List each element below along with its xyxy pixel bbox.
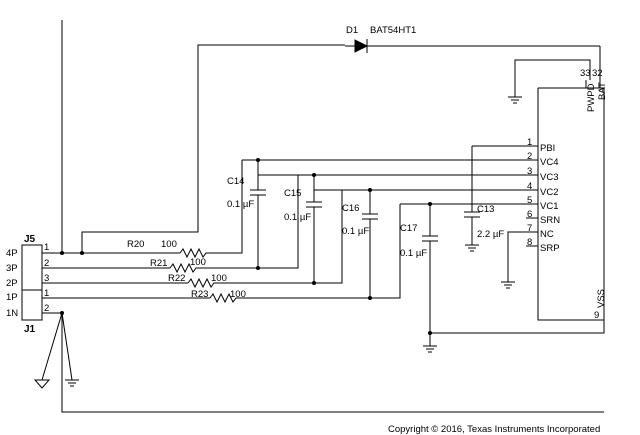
capacitor-c15 [306, 201, 322, 208]
ic-pin9-num: 9 [594, 310, 599, 321]
wire-diode-in [81, 44, 345, 252]
connector-j1 [21, 289, 43, 321]
ic-pin-numbers: 1 2 3 4 5 6 7 8 [527, 137, 532, 248]
j1-pin-labels: 1 2 1P 1N [6, 288, 49, 319]
connector-j5 [21, 244, 43, 291]
chassis-ground-symbol [33, 379, 51, 389]
r21-ref: R21 [150, 258, 167, 269]
j5-ref: J5 [24, 234, 36, 245]
svg-text:SRP: SRP [540, 243, 560, 254]
svg-text:7: 7 [527, 223, 532, 234]
c15-ref: C15 [284, 188, 301, 199]
ground-j1 [65, 379, 79, 387]
c17-value: 0.1 µF [400, 248, 427, 259]
resistor-r21 [42, 262, 286, 274]
svg-text:VC2: VC2 [540, 187, 558, 198]
svg-text:6: 6 [527, 209, 532, 220]
ground-c17 [423, 345, 437, 353]
svg-text:3: 3 [44, 273, 49, 284]
svg-text:3: 3 [527, 166, 532, 177]
j1-ref: J1 [24, 324, 36, 335]
capacitor-c16 [362, 213, 378, 220]
r23-value: 100 [230, 289, 246, 300]
svg-text:3P: 3P [6, 263, 18, 274]
svg-text:VC3: VC3 [540, 172, 558, 183]
diode-d1 [345, 39, 600, 53]
ic-pin9-name: VSS [596, 289, 607, 308]
diode-ref: D1 [346, 25, 358, 36]
c13-ref: C13 [477, 204, 494, 215]
svg-text:1P: 1P [6, 292, 18, 303]
svg-text:VC4: VC4 [540, 157, 558, 168]
svg-text:4P: 4P [6, 248, 18, 259]
c14-value: 0.1 µF [227, 199, 254, 210]
copyright-text: Copyright © 2016, Texas Instruments Inco… [388, 424, 600, 435]
capacitor-c14 [250, 189, 266, 196]
c14-ref: C14 [227, 176, 244, 187]
svg-text:2: 2 [527, 151, 532, 162]
r20-ref: R20 [127, 239, 144, 250]
wire-pwpd [514, 59, 591, 97]
svg-text:5: 5 [527, 195, 532, 206]
r21-value: 100 [190, 257, 206, 268]
svg-text:VC1: VC1 [540, 201, 558, 212]
c17-ref: C17 [400, 223, 417, 234]
svg-text:2: 2 [44, 258, 49, 269]
r23-ref: R23 [191, 289, 208, 300]
resistor-r23 [42, 292, 398, 304]
resistor-r22 [42, 277, 340, 289]
ic-pin33-num: 33 [580, 68, 591, 79]
ground-srp [501, 281, 515, 289]
ic-pin32-name: BAT [597, 82, 608, 100]
ic-pin-names: PBI VC4 VC3 VC2 VC1 SRN NC SRP [540, 143, 560, 254]
ic-pin33-name: PWPD [586, 83, 597, 112]
j5-pin-labels: 1 2 3 4P 3P 2P [6, 242, 49, 289]
c16-value: 0.1 µF [342, 226, 369, 237]
svg-text:1: 1 [44, 288, 49, 299]
ic-pin32-num: 32 [592, 68, 603, 79]
svg-text:2: 2 [44, 303, 49, 314]
c16-ref: C16 [342, 203, 359, 214]
ic-left-pins [242, 145, 538, 247]
wire-vss [430, 320, 605, 334]
svg-text:4: 4 [527, 181, 532, 192]
r22-ref: R22 [168, 273, 185, 284]
r22-value: 100 [211, 273, 227, 284]
ground-symbol [508, 96, 522, 104]
svg-text:1: 1 [44, 242, 49, 253]
svg-text:2P: 2P [6, 278, 18, 289]
c13-value: 2.2 µF [477, 229, 504, 240]
capacitor-c17 [422, 235, 438, 242]
svg-text:SRN: SRN [540, 215, 560, 226]
wire-bottom-return [61, 313, 604, 413]
svg-text:8: 8 [527, 237, 532, 248]
svg-text:NC: NC [540, 229, 554, 240]
svg-text:1N: 1N [6, 308, 18, 319]
diode-part: BAT54HT1 [370, 25, 416, 36]
ground-c13 [465, 244, 479, 252]
junction-dots [60, 158, 432, 335]
svg-text:1: 1 [527, 137, 532, 148]
r20-value: 100 [161, 239, 177, 250]
svg-text:PBI: PBI [540, 143, 555, 154]
resistor-r20 [62, 247, 224, 259]
